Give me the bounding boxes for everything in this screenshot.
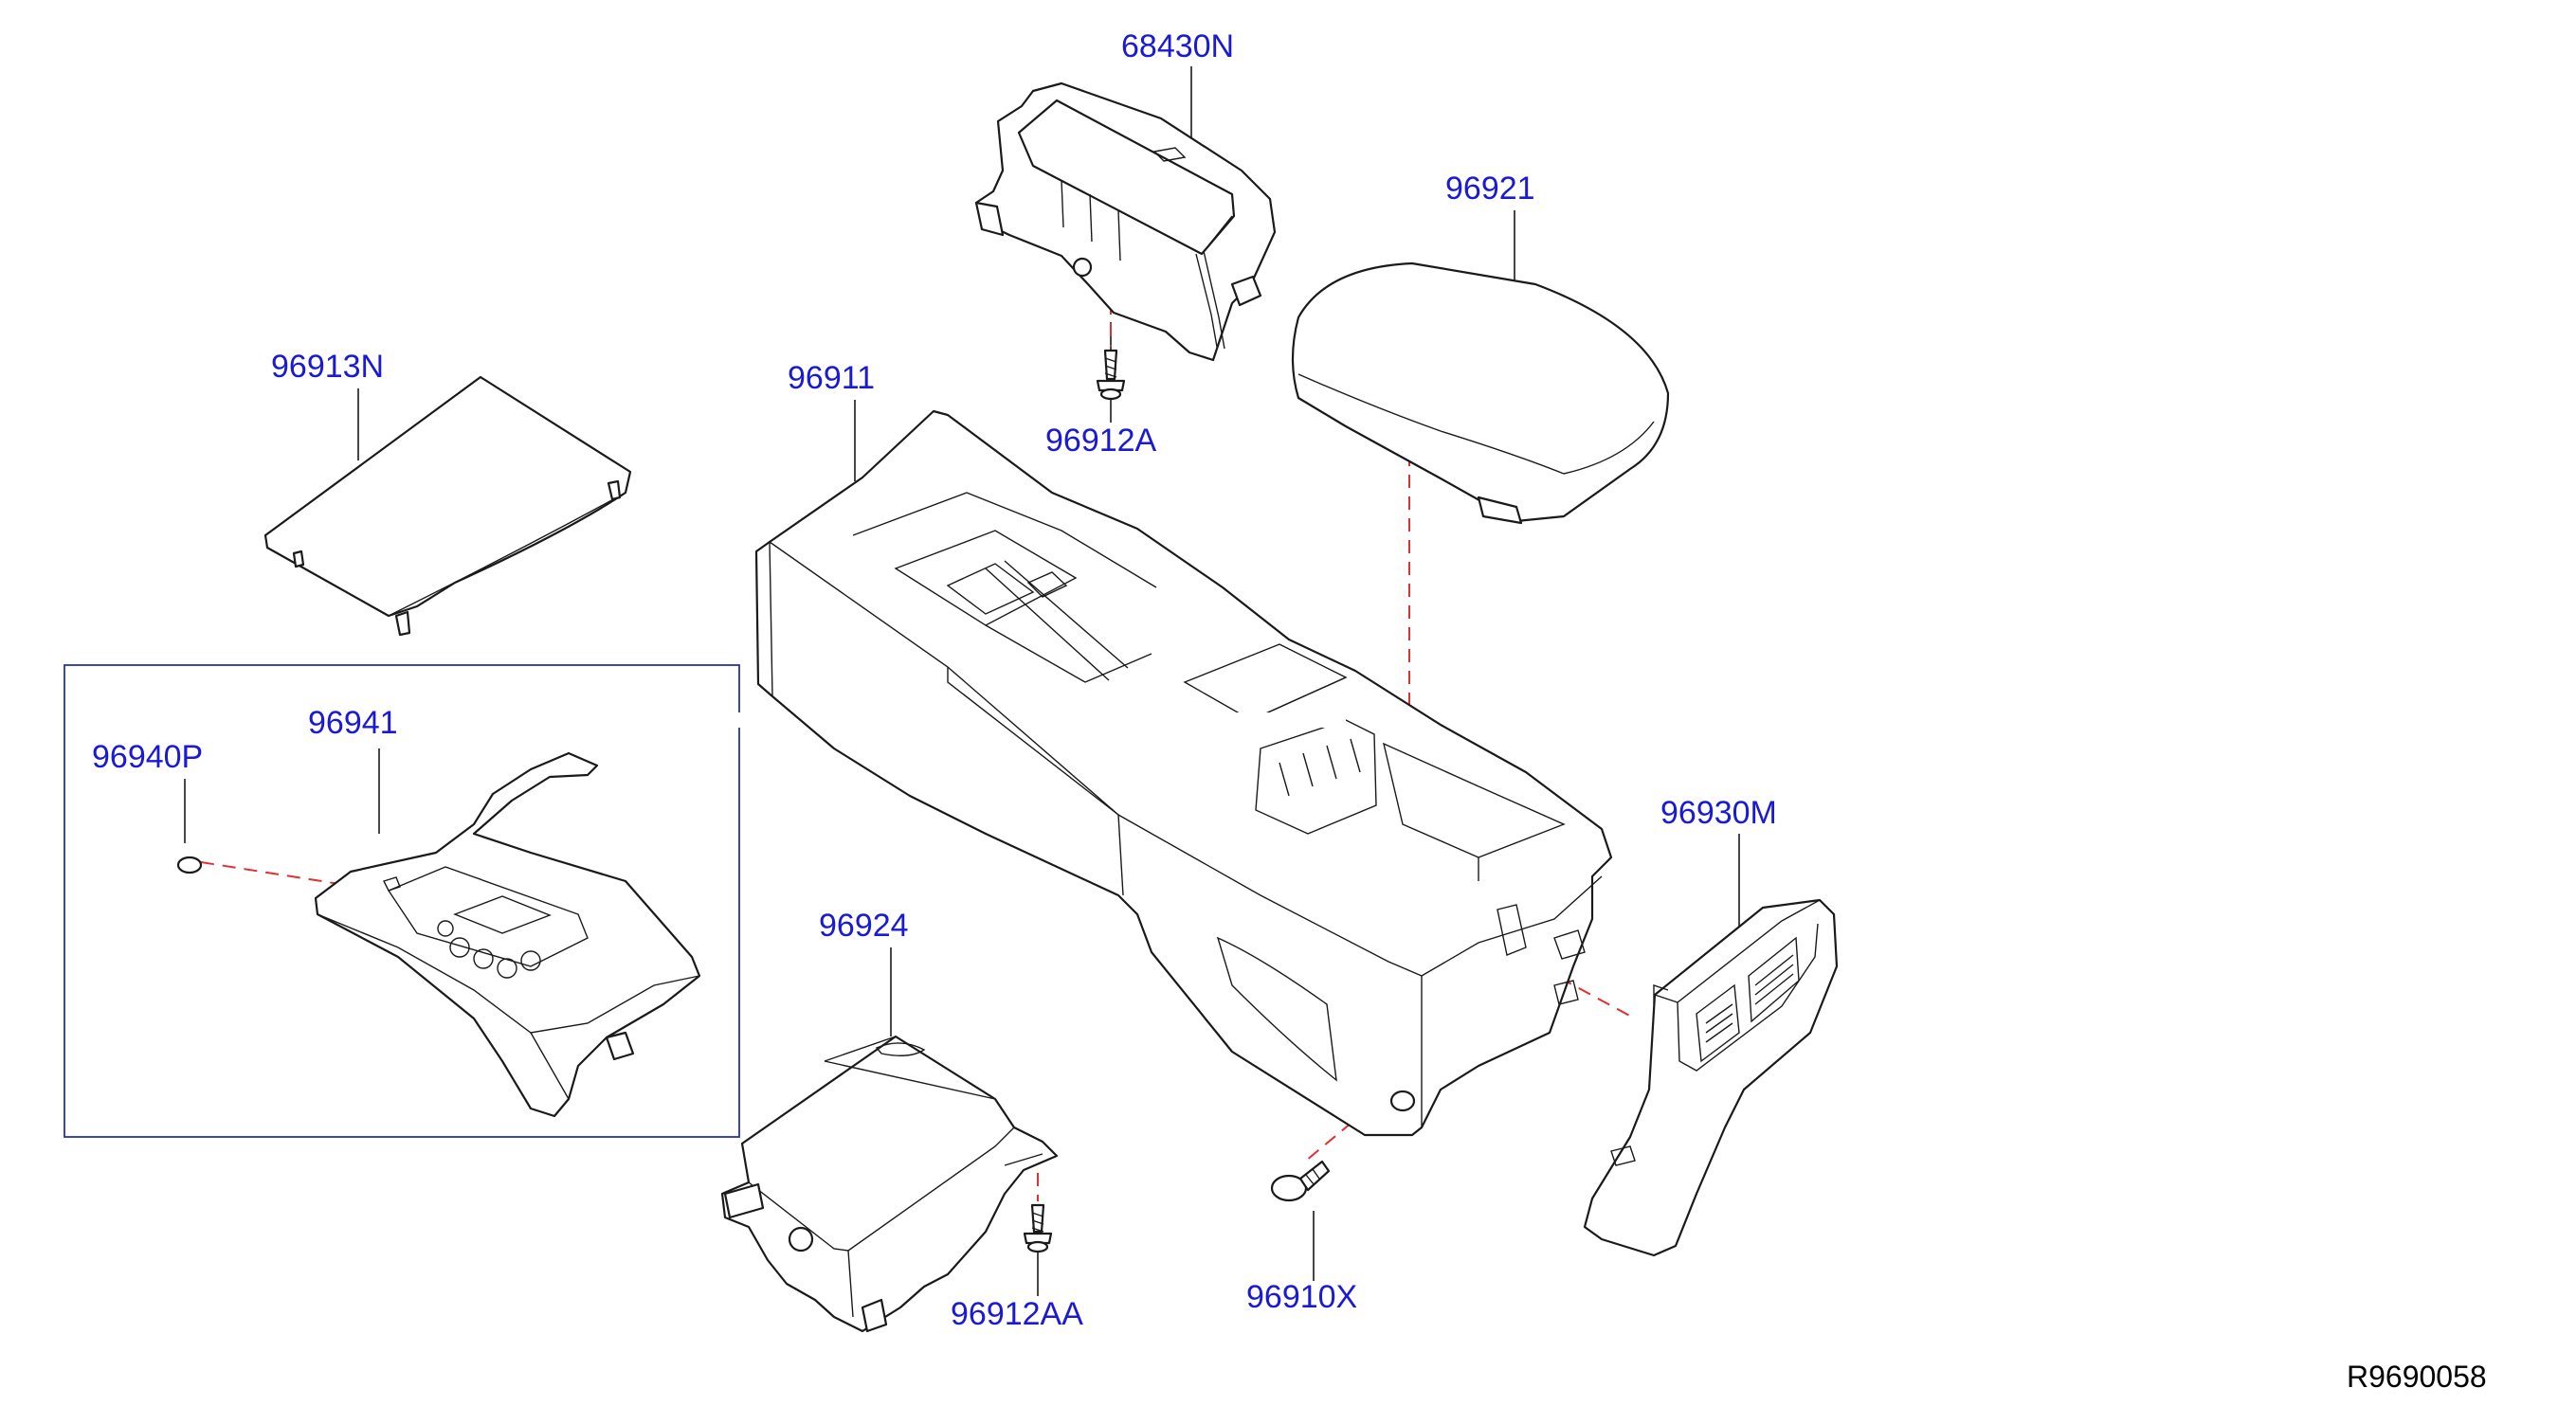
label-96912AA: 96912AA [951, 1296, 1083, 1332]
label-96910X: 96910X [1246, 1279, 1357, 1315]
label-96921: 96921 [1445, 171, 1535, 207]
tray-96924 [720, 1035, 1059, 1333]
label-96913N: 96913N [271, 349, 384, 385]
cup-holder-68430N [974, 81, 1277, 362]
screw-96912A [1096, 349, 1126, 401]
label-96930M: 96930M [1660, 795, 1777, 831]
plug-96940P [176, 856, 203, 874]
finisher-96941 [314, 751, 701, 1118]
clip-96910X [1270, 1160, 1331, 1202]
inset-box [63, 664, 740, 1138]
diagram-code: R9690058 [2347, 1360, 2487, 1394]
label-96941: 96941 [308, 705, 398, 741]
lid-96913N [263, 375, 632, 637]
label-96924: 96924 [819, 908, 909, 944]
label-96912A: 96912A [1045, 423, 1157, 459]
label-96911: 96911 [788, 360, 875, 396]
screw-96912AA [1023, 1203, 1053, 1253]
rear-vent-96930M [1583, 898, 1839, 1257]
leader-lines [184, 66, 1740, 1296]
break-marks [512, 712, 1346, 728]
label-96940P: 96940P [92, 739, 203, 775]
armrest-96921 [1291, 261, 1670, 525]
console-body-96911 [754, 409, 1613, 1137]
label-68430N: 68430N [1121, 28, 1234, 64]
